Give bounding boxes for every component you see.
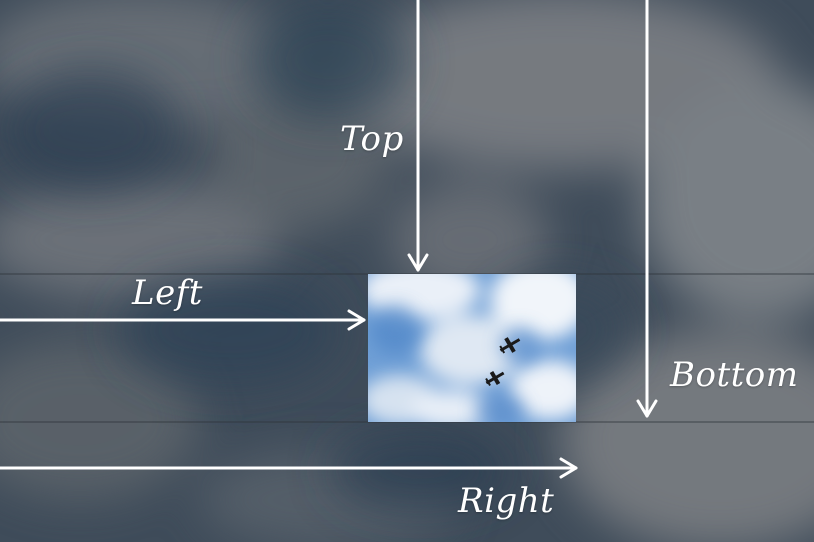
bottom-arrow bbox=[636, 0, 658, 418]
left-arrow bbox=[0, 309, 366, 331]
right-arrow bbox=[0, 457, 578, 479]
top-label: Top bbox=[340, 119, 404, 159]
airplane-icon bbox=[499, 337, 521, 354]
top-arrow bbox=[407, 0, 429, 272]
right-label: Right bbox=[458, 481, 555, 521]
crop-region bbox=[368, 274, 576, 422]
left-label: Left bbox=[132, 273, 203, 313]
bottom-label: Bottom bbox=[670, 355, 799, 395]
airplane-icon bbox=[485, 370, 505, 386]
